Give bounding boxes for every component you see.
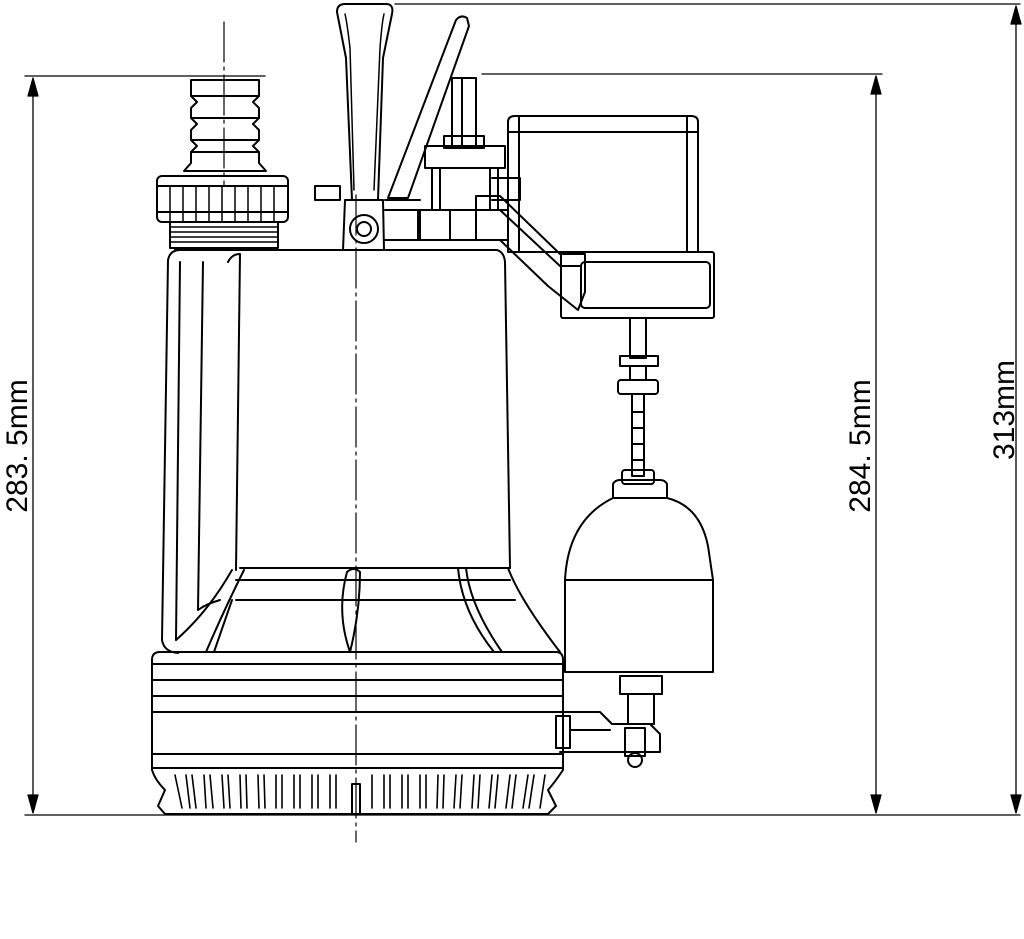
total-height-label: 313mm xyxy=(988,360,1021,460)
switch-box xyxy=(476,116,714,318)
carry-handle xyxy=(315,4,469,250)
left-height-label: 283. 5mm xyxy=(1,379,34,512)
pump-housing xyxy=(152,250,563,814)
float-holder xyxy=(556,676,662,767)
dimension-labels: 283. 5mm 284. 5mm 313mm xyxy=(1,360,1021,513)
center-lines xyxy=(224,22,356,842)
float-body xyxy=(565,480,713,672)
float-rod xyxy=(618,318,658,484)
middle-height-label: 284. 5mm xyxy=(844,379,877,512)
hose-outlet xyxy=(157,80,288,248)
